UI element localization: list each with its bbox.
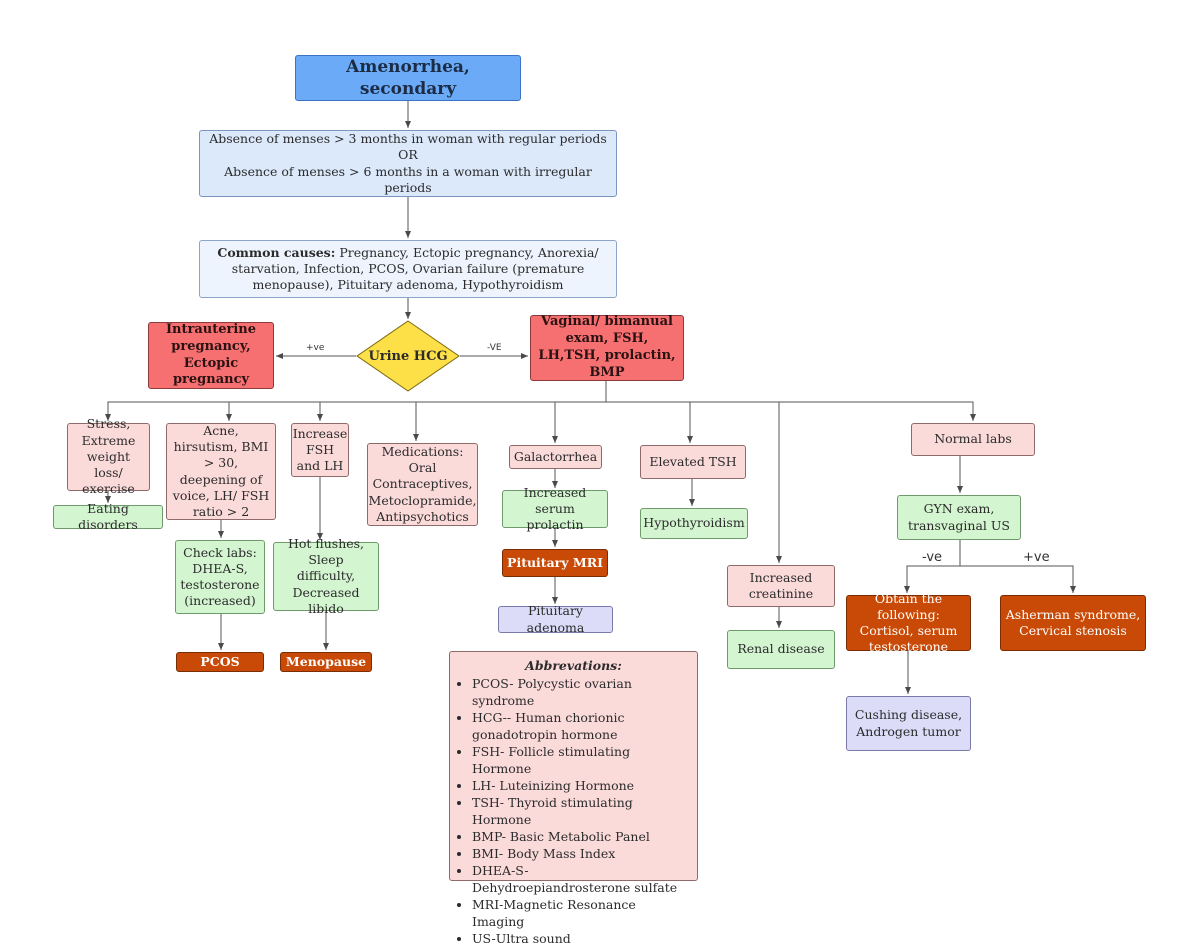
positive-result-node: Intrauterine pregnancy, Ectopic pregnanc…	[148, 322, 274, 389]
check-labs-node: Check labs: DHEA-S, testosterone (increa…	[175, 540, 265, 614]
abbreviation-item: FSH- Follicle stimulating Hormone	[472, 743, 689, 777]
increased-prolactin-text: Increased serum prolactin	[523, 484, 587, 533]
check-labs-text: Check labs: DHEA-S, testosterone (increa…	[180, 544, 260, 609]
title-node: Amenorrhea, secondary	[295, 55, 521, 101]
abbreviation-item: HCG-- Human chorionic gonadotropin hormo…	[472, 709, 689, 743]
definition-line-1: Absence of menses > 3 months in woman wi…	[209, 131, 607, 146]
normal-labs-text: Normal labs	[934, 431, 1012, 447]
abbreviations-title: Abbrevations:	[525, 658, 622, 673]
hot-flushes-text: Hot flushes, Sleep difficulty, Decreased…	[287, 535, 365, 616]
abbreviation-item: PCOS- Polycystic ovarian syndrome	[472, 675, 689, 709]
negative-edge-label: -VE	[487, 343, 502, 353]
pituitary-adenoma-node: Pituitary adenoma	[498, 603, 613, 635]
abbreviation-item: DHEA-S- Dehydroepiandrosterone sulfate	[472, 862, 689, 896]
stress-node: Stress, Extreme weight loss/ exercise	[67, 416, 150, 496]
common-causes-text: Pregnancy, Ectopic pregnancy, Anorexia/ …	[231, 244, 599, 293]
pituitary-adenoma-text: Pituitary adenoma	[526, 603, 585, 635]
pcos-text: PCOS	[200, 653, 240, 669]
edge-gyn-split	[904, 540, 961, 593]
hot-flushes-node: Hot flushes, Sleep difficulty, Decreased…	[273, 536, 379, 616]
gyn-negative-label: -ve	[922, 550, 943, 565]
galactorrhea-node: Galactorrhea	[509, 445, 602, 469]
pcos-node: PCOS	[176, 652, 264, 672]
abbreviation-item: LH- Luteinizing Hormone	[472, 777, 689, 794]
medications-text: Medications: Oral Contraceptives, Metocl…	[368, 443, 477, 524]
abbreviation-item: TSH- Thyroid stimulating Hormone	[472, 794, 689, 828]
abbreviation-item: MRI-Magnetic Resonance Imaging	[472, 896, 689, 930]
common-causes-lead: Common causes:	[217, 244, 336, 260]
abbreviation-item: BMP- Basic Metabolic Panel	[472, 828, 689, 845]
menopause-node: Menopause	[280, 652, 372, 672]
increased-creatinine-node: Increased creatinine	[727, 565, 835, 607]
cushing-text: Cushing disease, Androgen tumor	[854, 707, 963, 739]
elevated-tsh-text: Elevated TSH	[649, 453, 737, 469]
abbreviations-list: PCOS- Polycystic ovarian syndrome HCG-- …	[458, 675, 689, 947]
decision-diamond-shape	[356, 320, 460, 392]
gyn-exam-text: GYN exam, transvaginal US	[907, 501, 1010, 533]
hypothyroidism-text: Hypothyroidism	[643, 515, 745, 531]
obtain-tests-text: Obtain the following: Cortisol, serum te…	[859, 590, 958, 655]
menopause-text: Menopause	[285, 653, 367, 669]
decision-label: Urine HCG	[368, 348, 448, 364]
obtain-tests-node: Obtain the following: Cortisol, serum te…	[846, 591, 971, 654]
increase-fsh-node: Increase FSH and LH	[291, 423, 349, 477]
increased-prolactin-node: Increased serum prolactin	[502, 485, 608, 532]
acne-text: Acne, hirsutism, BMI > 30, deepening of …	[172, 422, 270, 519]
definition-line-2: OR	[398, 147, 418, 163]
abbreviation-item: BMI- Body Mass Index	[472, 845, 689, 862]
negative-result-text: Vaginal/ bimanual exam, FSH, LH,TSH, pro…	[538, 314, 676, 380]
medications-node: Medications: Oral Contraceptives, Metocl…	[367, 443, 478, 526]
negative-result-node: Vaginal/ bimanual exam, FSH, LH,TSH, pro…	[530, 314, 684, 381]
eating-disorders-text: Eating disorders	[78, 500, 138, 532]
eating-disorders-node: Eating disorders	[53, 501, 163, 532]
title-text: Amenorrhea, secondary	[346, 56, 470, 99]
abbreviation-item: US-Ultra sound	[472, 930, 689, 947]
hypothyroidism-node: Hypothyroidism	[640, 508, 748, 539]
gyn-positive-label: +ve	[1023, 550, 1050, 565]
normal-labs-node: Normal labs	[911, 423, 1035, 456]
acne-node: Acne, hirsutism, BMI > 30, deepening of …	[166, 423, 276, 520]
galactorrhea-text: Galactorrhea	[513, 448, 598, 464]
asherman-node: Asherman syndrome, Cervical stenosis	[1000, 595, 1146, 651]
pituitary-mri-text: Pituitary MRI	[507, 554, 603, 570]
definition-line-3: Absence of menses > 6 months in a woman …	[224, 163, 592, 195]
positive-result-text: Intrauterine pregnancy, Ectopic pregnanc…	[165, 321, 257, 388]
positive-edge-label: +ve	[306, 343, 325, 353]
definition-node: Absence of menses > 3 months in woman wi…	[199, 130, 617, 197]
gyn-exam-node: GYN exam, transvaginal US	[897, 495, 1021, 540]
cushing-node: Cushing disease, Androgen tumor	[846, 696, 971, 751]
pituitary-mri-node: Pituitary MRI	[502, 549, 608, 577]
stress-text: Stress, Extreme weight loss/ exercise	[81, 416, 136, 497]
asherman-text: Asherman syndrome, Cervical stenosis	[1005, 606, 1141, 638]
urine-hcg-decision: Urine HCG	[356, 320, 460, 392]
renal-disease-node: Renal disease	[727, 630, 835, 669]
renal-disease-text: Renal disease	[737, 641, 825, 657]
increased-creatinine-text: Increased creatinine	[748, 569, 814, 601]
elevated-tsh-node: Elevated TSH	[640, 445, 746, 479]
common-causes-node: Common causes: Pregnancy, Ectopic pregna…	[199, 240, 617, 298]
increase-fsh-text: Increase FSH and LH	[292, 425, 348, 474]
abbreviations-box: Abbrevations: PCOS- Polycystic ovarian s…	[449, 651, 698, 946]
